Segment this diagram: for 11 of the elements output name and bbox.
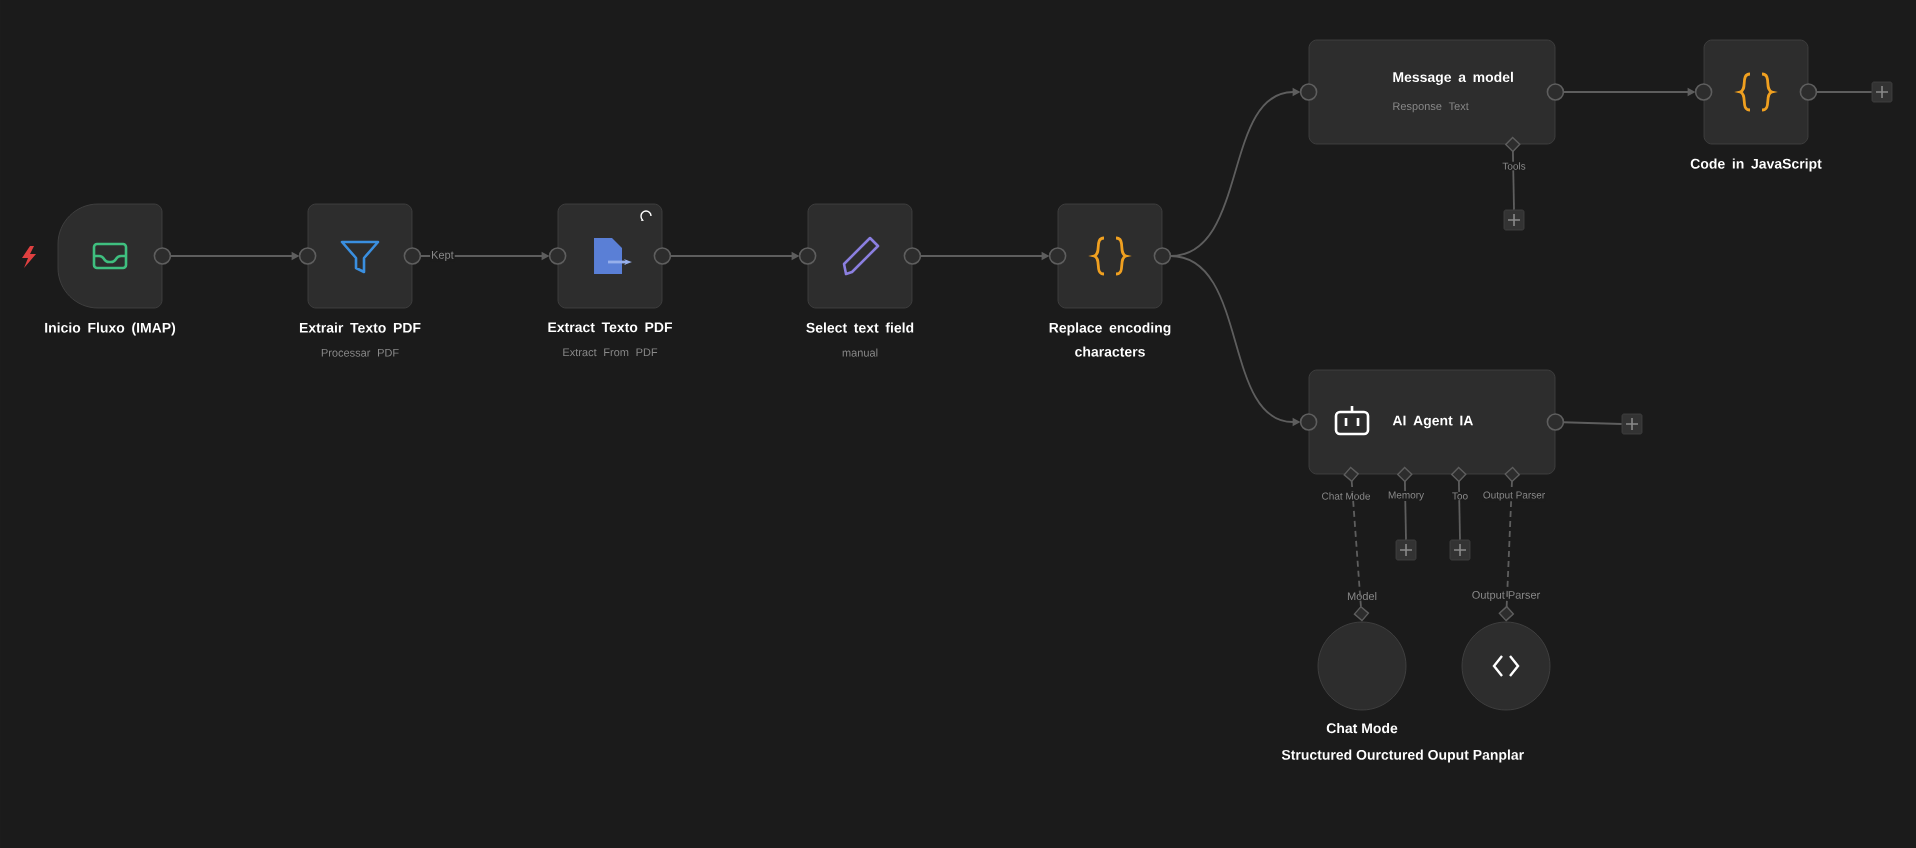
add-button: [1871, 81, 1893, 103]
add-button: [1503, 209, 1525, 231]
connector: [1343, 466, 1370, 622]
connector: [1504, 136, 1521, 211]
connector: [1450, 466, 1467, 541]
connector: [1562, 421, 1623, 425]
connector: [1396, 466, 1413, 541]
connector: [1815, 91, 1873, 93]
add-button: [1395, 539, 1417, 561]
add-button: [1621, 413, 1643, 435]
add-button: [1449, 539, 1471, 561]
